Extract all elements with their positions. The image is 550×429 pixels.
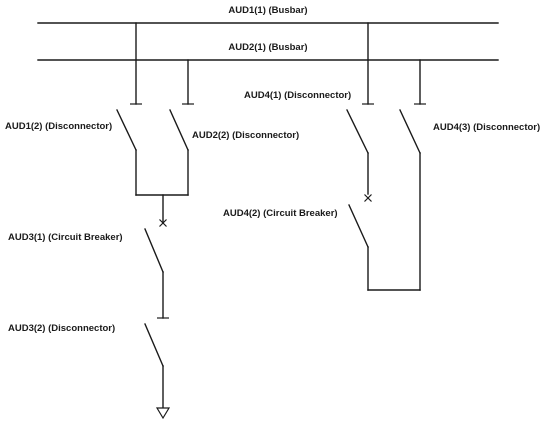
circuit-breaker-aud3-1 <box>144 194 167 319</box>
disconnector-aud4-3 <box>399 59 426 291</box>
label-aud1-1: AUD1(1) (Busbar) <box>228 5 307 16</box>
disconnector-aud3-2 <box>144 317 169 409</box>
label-aud2-2: AUD2(2) (Disconnector) <box>192 130 299 141</box>
label-aud2-1: AUD2(1) (Busbar) <box>228 42 307 53</box>
label-aud3-1: AUD3(1) (Circuit Breaker) <box>8 232 123 243</box>
disconnector-aud1-2 <box>116 22 142 196</box>
label-aud4-3: AUD4(3) (Disconnector) <box>433 122 540 133</box>
label-aud1-2: AUD1(2) (Disconnector) <box>5 121 112 132</box>
label-aud3-2: AUD3(2) (Disconnector) <box>8 323 115 334</box>
circuit-breaker-aud4-2 <box>348 194 372 291</box>
ground-arrow-icon <box>155 407 171 420</box>
label-aud4-2: AUD4(2) (Circuit Breaker) <box>223 208 338 219</box>
disconnector-aud4-1 <box>346 22 374 195</box>
label-aud4-1: AUD4(1) (Disconnector) <box>244 90 351 101</box>
disconnector-aud2-2 <box>169 59 194 196</box>
